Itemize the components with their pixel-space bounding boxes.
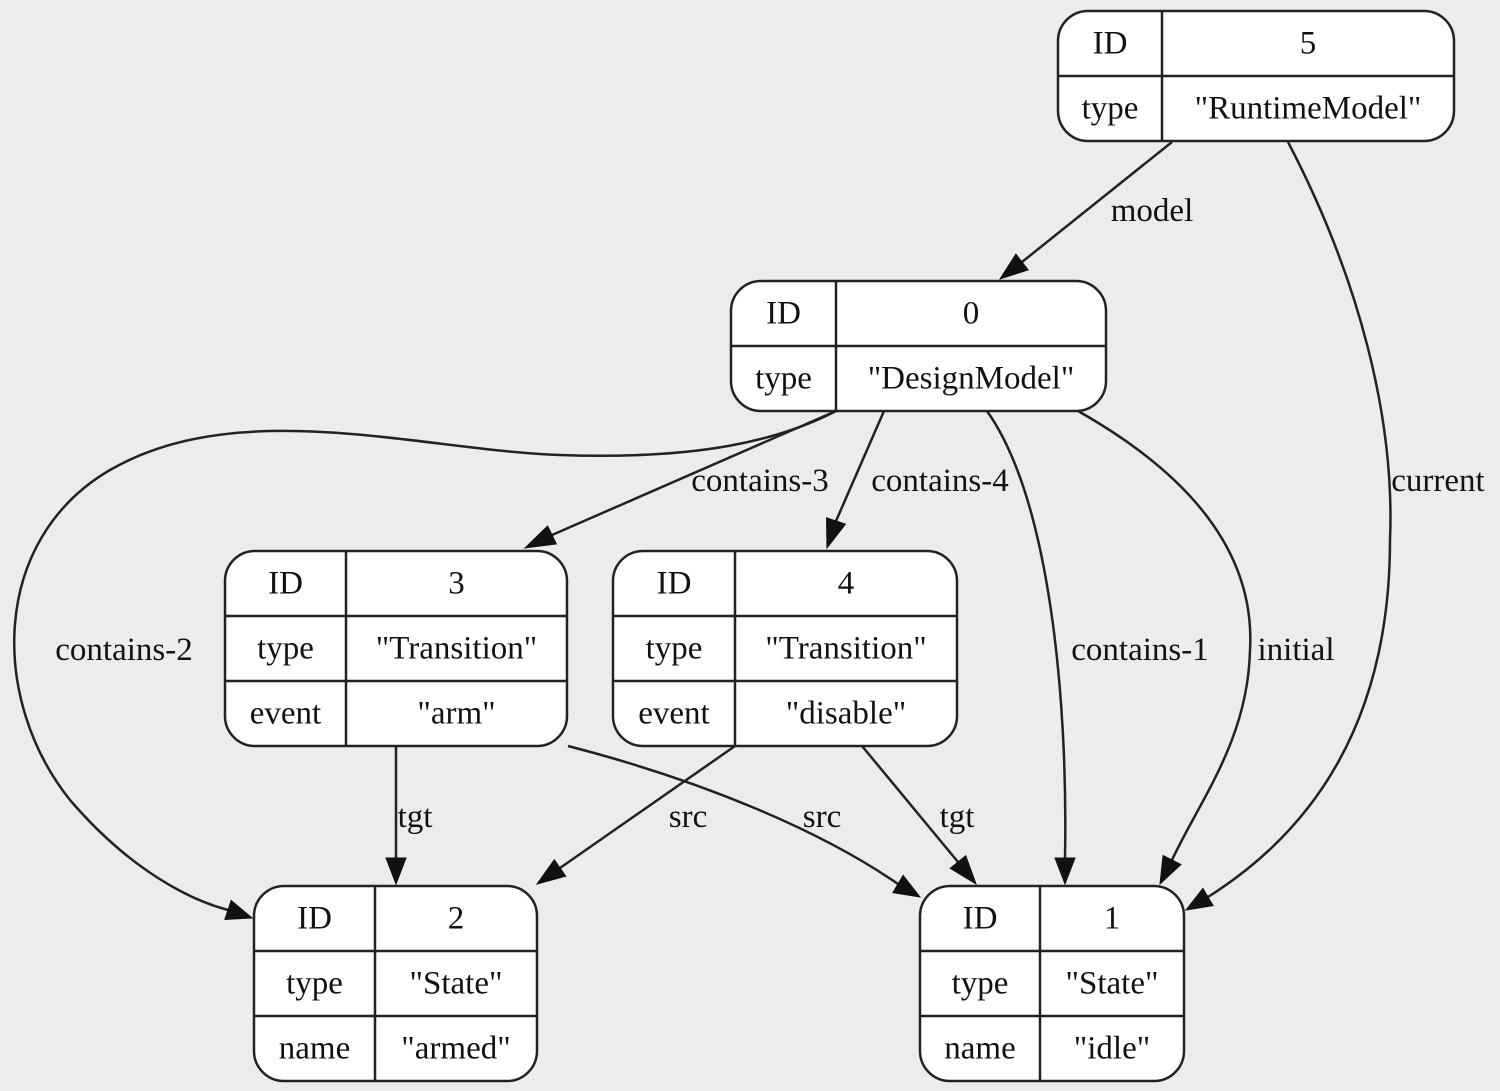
node-box (611, 549, 959, 748)
field-key: type (755, 361, 812, 397)
field-key: ID (766, 296, 801, 332)
arrowhead-icon (826, 517, 847, 550)
edge-line (1207, 141, 1392, 899)
field-value: "State" (410, 966, 503, 1002)
edge-label: src (669, 799, 707, 835)
field-value: "armed" (401, 1031, 510, 1067)
arrowhead-icon (998, 253, 1029, 280)
node-3: ID 3 type "Transition" event "arm" (223, 549, 569, 748)
field-key: type (952, 966, 1009, 1002)
node-4: ID 4 type "Transition" event "disable" (611, 549, 959, 748)
edge-line (834, 410, 886, 522)
field-key: ID (657, 566, 692, 602)
field-key: name (944, 1031, 1015, 1067)
edge-label: contains-3 (691, 463, 828, 499)
field-value: 1 (1104, 901, 1121, 937)
edge-src (535, 744, 736, 885)
edge-tgt (385, 746, 407, 886)
edge-label: model (1111, 193, 1193, 229)
edge-model (998, 141, 1173, 280)
node-box (223, 549, 569, 748)
field-value: "disable" (786, 696, 906, 732)
edge-label: tgt (398, 799, 433, 835)
edge-labels-layer: model current contains-2 contains-3 contains… (55, 193, 1484, 835)
edge-label: src (803, 799, 841, 835)
field-key: type (646, 631, 703, 667)
arrowhead-icon (385, 857, 407, 886)
field-value: "RuntimeModel" (1195, 91, 1422, 127)
edge-contains-3 (523, 409, 837, 549)
edge-label: initial (1258, 632, 1335, 668)
node-2: ID 2 type "State" name "armed" (252, 884, 539, 1083)
node-box (918, 884, 1186, 1083)
field-value: "idle" (1074, 1031, 1150, 1067)
field-key: name (279, 1031, 350, 1067)
arrowhead-icon (949, 854, 977, 886)
field-value: "DesignModel" (868, 361, 1075, 397)
edge-tgt (861, 745, 977, 886)
edge-label: contains-2 (55, 632, 192, 668)
edge-line (13, 409, 837, 912)
node-0: ID 0 type "DesignModel" (729, 279, 1108, 413)
edge-label: tgt (940, 799, 975, 835)
node-5: ID 5 type "RuntimeModel" (1056, 9, 1456, 143)
edge-line (1021, 141, 1173, 263)
arrowhead-icon (1054, 857, 1076, 886)
arrowhead-icon (523, 525, 558, 549)
edge-line (861, 745, 959, 863)
arrowhead-icon (1184, 887, 1214, 911)
field-value: 0 (963, 296, 980, 332)
field-key: ID (268, 566, 303, 602)
edge-initial (1077, 409, 1252, 886)
edge-contains-2 (13, 409, 837, 921)
field-key: event (638, 696, 709, 732)
field-key: type (286, 966, 343, 1002)
edge-line (551, 409, 837, 537)
field-value: "State" (1066, 966, 1159, 1002)
arrowhead-icon (535, 858, 567, 885)
edge-src (567, 744, 922, 898)
field-key: type (1082, 91, 1139, 127)
edge-line (985, 410, 1067, 859)
field-key: ID (297, 901, 332, 937)
edges-layer (13, 141, 1392, 921)
field-value: 3 (448, 566, 465, 602)
field-key: type (257, 631, 314, 667)
edge-contains-4 (826, 410, 886, 550)
field-value: "Transition" (765, 631, 926, 667)
field-value: 2 (448, 901, 465, 937)
field-key: ID (1093, 26, 1128, 62)
field-key: event (250, 696, 321, 732)
edge-current (1184, 141, 1392, 911)
arrowhead-icon (224, 899, 254, 921)
field-value: "Transition" (376, 631, 537, 667)
node-1: ID 1 type "State" name "idle" (918, 884, 1186, 1083)
edge-line (567, 744, 899, 886)
field-value: 4 (838, 566, 855, 602)
edge-label: current (1391, 463, 1484, 499)
nodes-layer: ID 5 type "RuntimeModel" ID 0 type "DesignModel… (223, 9, 1456, 1083)
edge-label: contains-1 (1071, 632, 1208, 668)
arrowhead-icon (892, 874, 922, 898)
field-key: ID (963, 901, 998, 937)
field-value: 5 (1300, 26, 1317, 62)
field-value: "arm" (417, 696, 495, 732)
arrowhead-icon (1159, 854, 1182, 886)
edge-label: contains-4 (871, 463, 1008, 499)
edge-line (1077, 409, 1252, 861)
edge-line (559, 744, 736, 870)
node-box (252, 884, 539, 1083)
edge-contains-1 (985, 410, 1076, 886)
